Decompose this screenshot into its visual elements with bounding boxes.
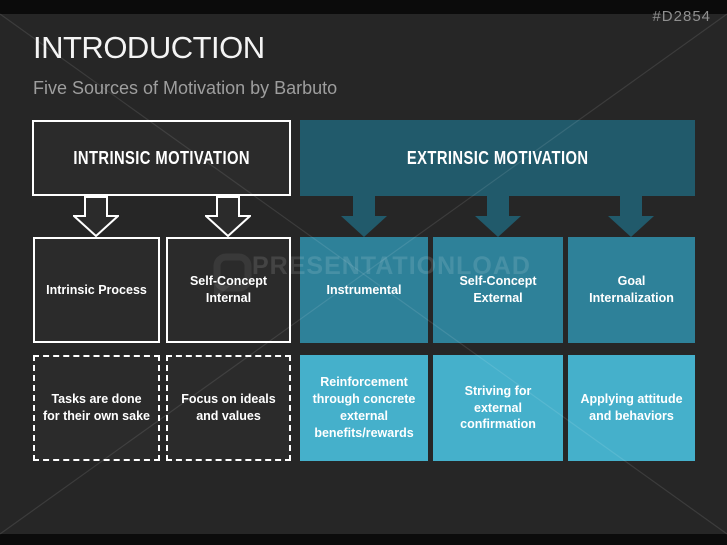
- bottom-letterbox-bar: [0, 534, 727, 545]
- intrinsic-header-label: INTRINSIC MOTIVATION: [73, 147, 250, 168]
- template-ref-code: #D2854: [652, 8, 711, 25]
- extrinsic-source-label: Self-Concept External: [459, 274, 537, 305]
- down-arrow-outline-icon: [205, 196, 251, 237]
- extrinsic-source-box: Self-Concept External: [433, 237, 563, 343]
- extrinsic-motivation-header: EXTRINSIC MOTIVATION: [300, 120, 695, 196]
- extrinsic-source-label: Goal Internalization: [589, 274, 674, 305]
- down-arrow-outline-icon: [73, 196, 119, 237]
- down-arrow-filled-icon: [341, 196, 387, 237]
- extrinsic-description-box: Striving for external confirmation: [433, 355, 563, 461]
- extrinsic-description-box: Applying attitude and behaviors: [568, 355, 695, 461]
- intrinsic-description-box: Tasks are done for their own sake: [33, 355, 160, 461]
- intrinsic-source-box: Intrinsic Process: [33, 237, 160, 343]
- intrinsic-source-box: Self-Concept Internal: [166, 237, 291, 343]
- intrinsic-description-label: Focus on ideals and values: [181, 392, 276, 423]
- top-letterbox-bar: [0, 0, 727, 14]
- intrinsic-source-label: Intrinsic Process: [46, 282, 147, 297]
- extrinsic-source-label: Instrumental: [326, 282, 402, 297]
- down-arrow-filled-icon: [608, 196, 654, 237]
- extrinsic-description-label: Applying attitude and behaviors: [580, 392, 683, 423]
- intrinsic-description-box: Focus on ideals and values: [166, 355, 291, 461]
- down-arrow-filled-icon: [475, 196, 521, 237]
- extrinsic-source-box: Instrumental: [300, 237, 428, 343]
- extrinsic-description-label: Striving for external confirmation: [460, 383, 536, 432]
- intrinsic-description-label: Tasks are done for their own sake: [43, 392, 150, 423]
- page-subtitle: Five Sources of Motivation by Barbuto: [33, 78, 338, 98]
- extrinsic-description-label: Reinforcement through concrete external …: [312, 375, 416, 440]
- extrinsic-header-label: EXTRINSIC MOTIVATION: [406, 147, 589, 168]
- intrinsic-source-label: Self-Concept Internal: [189, 274, 268, 305]
- intrinsic-motivation-header: INTRINSIC MOTIVATION: [32, 120, 291, 196]
- page-title: INTRODUCTION: [33, 30, 265, 65]
- extrinsic-description-box: Reinforcement through concrete external …: [300, 355, 428, 461]
- extrinsic-source-box: Goal Internalization: [568, 237, 695, 343]
